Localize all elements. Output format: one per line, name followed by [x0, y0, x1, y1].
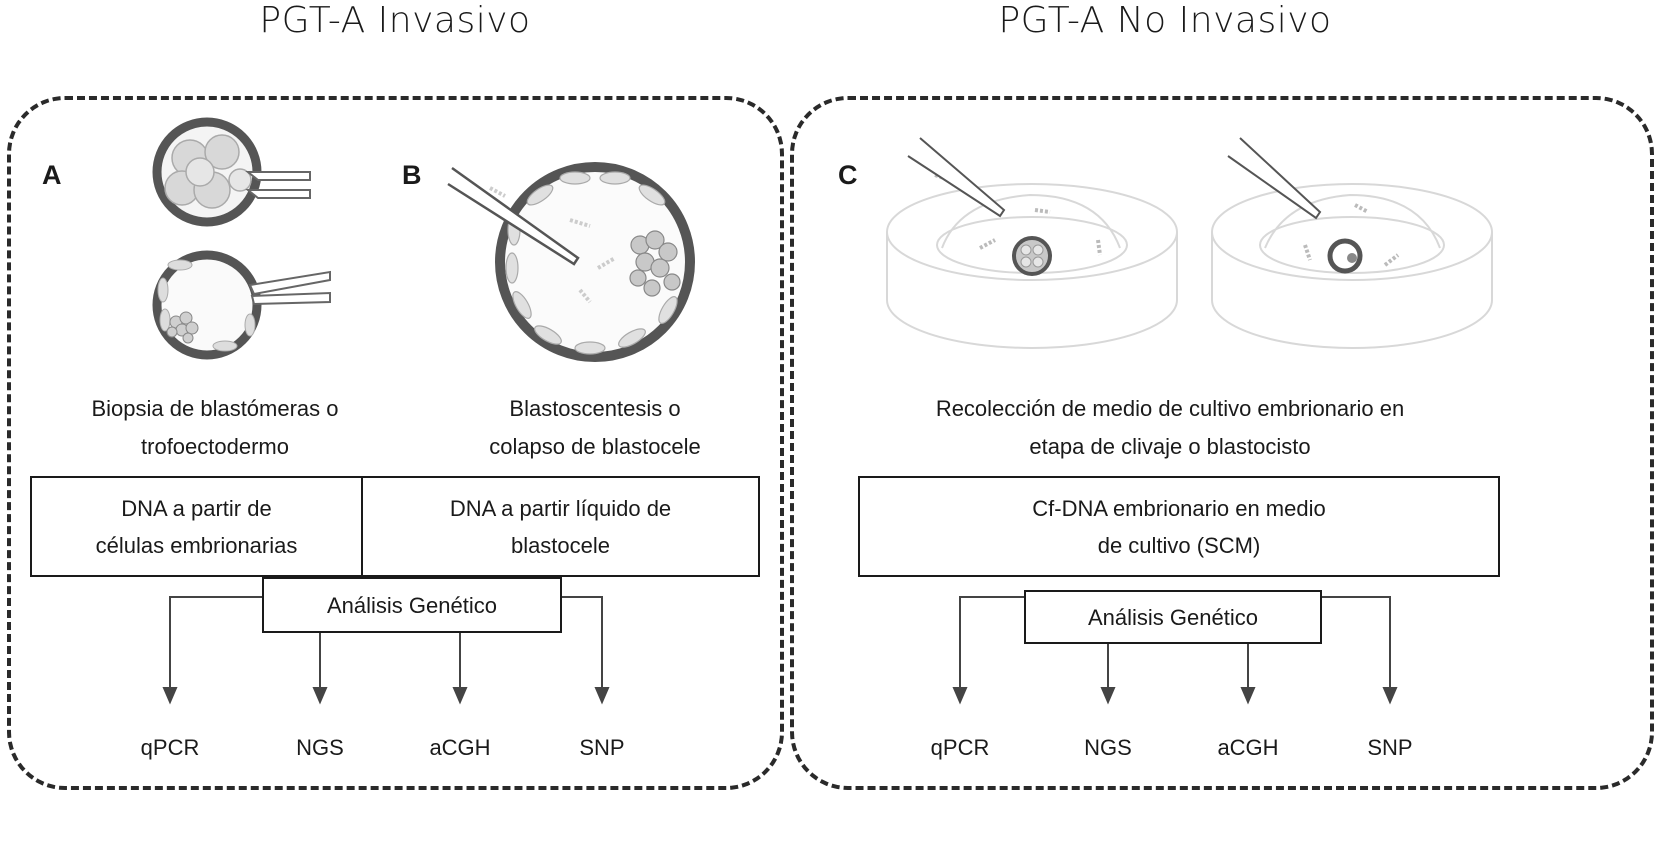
- blastocyst-biopsy-illustration: [152, 250, 331, 360]
- caption-c: Recolección de medio de cultivo embriona…: [840, 390, 1500, 466]
- method-label: NGS: [1084, 735, 1132, 760]
- method-label: SNP: [1367, 735, 1413, 760]
- source-box-cells: DNA a partir de células embrionarias: [30, 476, 363, 577]
- caption-a-line1: Biopsia de blastómeras o: [91, 396, 339, 421]
- caption-c-line2: etapa de clivaje o blastocisto: [1029, 434, 1311, 459]
- blastocyst-in-dish: [1227, 137, 1363, 274]
- caption-b-line2: colapso de blastocele: [489, 434, 701, 459]
- title-noninvasive: PGT-A No Invasivo: [998, 0, 1332, 41]
- cleavage-embryo-illustration: [152, 117, 311, 227]
- source-box-cells-line2: células embrionarias: [95, 532, 298, 558]
- panel-letter-b: B: [402, 160, 422, 190]
- caption-a-line2: trofoectodermo: [141, 434, 289, 459]
- culture-dish-blastocyst-illustration: [1211, 183, 1493, 349]
- title-invasive: PGT-A Invasivo: [259, 0, 531, 41]
- source-box-culture-medium-line2: de cultivo (SCM): [1097, 532, 1261, 558]
- source-box-culture-medium: Cf-DNA embrionario en medio de cultivo (…: [858, 476, 1500, 577]
- method-label: aCGH: [1217, 735, 1279, 760]
- method-label: aCGH: [429, 735, 491, 760]
- caption-c-line1: Recolección de medio de cultivo embriona…: [935, 396, 1405, 421]
- source-box-blastocoel: DNA a partir líquido de blastocele: [361, 476, 760, 577]
- cleavage-embryo-in-dish: [907, 137, 1052, 276]
- source-box-blastocoel-line1: DNA a partir líquido de: [449, 495, 672, 521]
- caption-b-line1: Blastoscentesis o: [509, 396, 681, 421]
- caption-a: Biopsia de blastómeras o trofoectodermo: [40, 390, 390, 466]
- source-box-cells-line1: DNA a partir de: [121, 495, 272, 521]
- noninvasive-analysis-arrows: [952, 596, 1398, 705]
- blastocentesis-illustration: [447, 162, 695, 362]
- noninvasive-panel: [790, 96, 1654, 790]
- method-label: qPCR: [140, 735, 200, 760]
- invasive-analysis-arrows: [162, 596, 610, 705]
- source-box-culture-medium-line1: Cf-DNA embrionario en medio: [1032, 495, 1326, 521]
- genetic-analysis-box-invasive: Análisis Genético: [262, 577, 562, 633]
- source-box-blastocoel-line2: blastocele: [510, 532, 611, 558]
- invasive-panel: [7, 96, 784, 790]
- panel-letter-a: A: [42, 160, 62, 190]
- caption-b: Blastoscentesis o colapso de blastocele: [430, 390, 760, 466]
- method-label: NGS: [296, 735, 344, 760]
- method-label: qPCR: [930, 735, 990, 760]
- panel-letter-c: C: [838, 160, 858, 190]
- method-label: SNP: [579, 735, 625, 760]
- genetic-analysis-box-noninvasive: Análisis Genético: [1024, 590, 1322, 644]
